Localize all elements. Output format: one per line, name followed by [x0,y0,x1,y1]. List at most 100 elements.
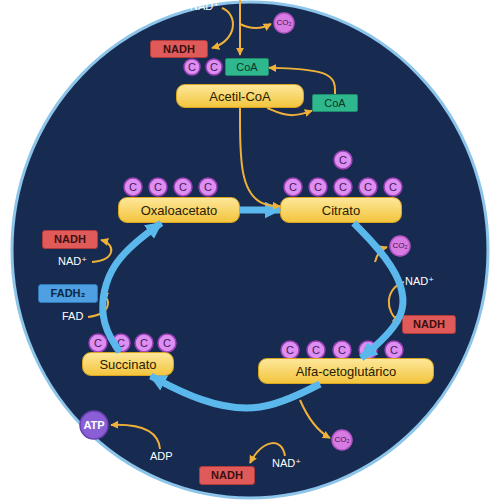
carbon-atom: C [157,333,177,353]
fadh2-box: FADH₂ [38,284,98,303]
molecule-box: Citrato [280,197,402,223]
node-text: NADH [54,234,86,245]
node-text: FADH₂ [51,288,86,299]
circle-shape [333,341,351,359]
circle-shape [334,178,352,196]
node-text: Succinato [99,358,156,371]
node-text: CO₂ [334,436,349,444]
node-text: Oxaloacetato [141,204,218,217]
circle-shape [332,430,352,450]
carbon-atom: C [384,340,404,360]
co2-circle: CO₂ [331,429,353,451]
nadh-box: NADH [150,40,208,58]
node-text: C [286,345,294,356]
circle-shape [385,341,403,359]
carbon-atom: C [333,150,353,170]
reaction-arrow [212,8,233,48]
carbon-atom: C [280,340,300,360]
release-arrow [240,24,271,28]
circle-shape [149,178,167,196]
node-text: C [117,338,125,349]
node-text: C [390,345,398,356]
circle-shape [135,334,153,352]
circle-shape [359,341,377,359]
nadh-box: NADH [199,466,255,485]
carbon-atom: C [383,177,403,197]
circle-shape [390,236,410,256]
carbon-atom: C [333,177,353,197]
circle-shape [307,341,325,359]
cofactor-label: FAD [62,310,83,322]
cofactor-label: NAD⁺ [272,457,301,470]
carbon-atom: C [205,58,223,76]
molecule-box: Oxaloacetato [118,197,240,223]
node-text: C [204,182,212,193]
node-text: C [210,62,218,73]
circle-shape [284,178,302,196]
reaction-arrow [267,108,312,115]
carbon-atom: C [123,177,143,197]
node-text: Acetil-CoA [209,90,270,103]
node-text: C [188,62,196,73]
node-text: C [129,182,137,193]
cycle-arrow [240,207,280,214]
node-text: C [314,182,322,193]
molecule-box: Succinato [82,352,174,376]
reaction-arrow [111,425,160,449]
release-arrow [300,400,330,438]
cofactor-label: NAD⁺ [190,0,219,13]
node-text: CO₂ [392,242,407,250]
circle-shape [281,341,299,359]
circle-shape [80,411,108,439]
node-text: C [389,182,397,193]
node-text: C [338,345,346,356]
node-text: C [364,345,372,356]
node-text: C [312,345,320,356]
carbon-atom: C [306,340,326,360]
coa-box: CoA [225,58,269,76]
carbon-atom: C [148,177,168,197]
node-text: Citrato [322,204,360,217]
node-text: ATP [83,420,104,431]
co2-circle: CO₂ [273,12,295,34]
carbon-atom: C [134,333,154,353]
node-text: C [140,338,148,349]
nadh-box: NADH [42,230,98,249]
cofactor-label: ADP [150,450,173,462]
circle-shape [158,334,176,352]
atp-circle: ATP [79,410,109,440]
node-text: NADH [413,319,445,330]
co2-circle: CO₂ [389,235,411,257]
circle-shape [89,334,107,352]
circle-shape [384,178,402,196]
carbon-atom: C [183,58,201,76]
carbon-atom: C [198,177,218,197]
nadh-box: NADH [402,315,456,334]
carbon-atom: C [308,177,328,197]
node-text: CO₂ [276,19,291,27]
release-arrow [375,247,387,262]
node-text: C [289,182,297,193]
circle-shape [206,59,222,75]
circle-shape [334,151,352,169]
carbon-atom: C [358,340,378,360]
cycle-arrow [103,223,161,352]
input-arrow [239,0,241,55]
cofactor-label: NAD⁺ [58,255,87,268]
node-text: CoA [236,62,257,73]
carbon-atom: C [173,177,193,197]
circle-shape [184,59,200,75]
circle-shape [124,178,142,196]
node-text: C [364,182,372,193]
molecule-box: Acetil-CoA [176,84,304,108]
node-text: CoA [324,98,345,109]
circle-shape [274,13,294,33]
node-text: C [179,182,187,193]
carbon-atom: C [111,333,131,353]
carbon-atom: C [88,333,108,353]
circle-shape [359,178,377,196]
node-text: NADH [211,470,243,481]
carbon-atom: C [358,177,378,197]
node-text: Alfa-cetoglutárico [296,365,396,378]
